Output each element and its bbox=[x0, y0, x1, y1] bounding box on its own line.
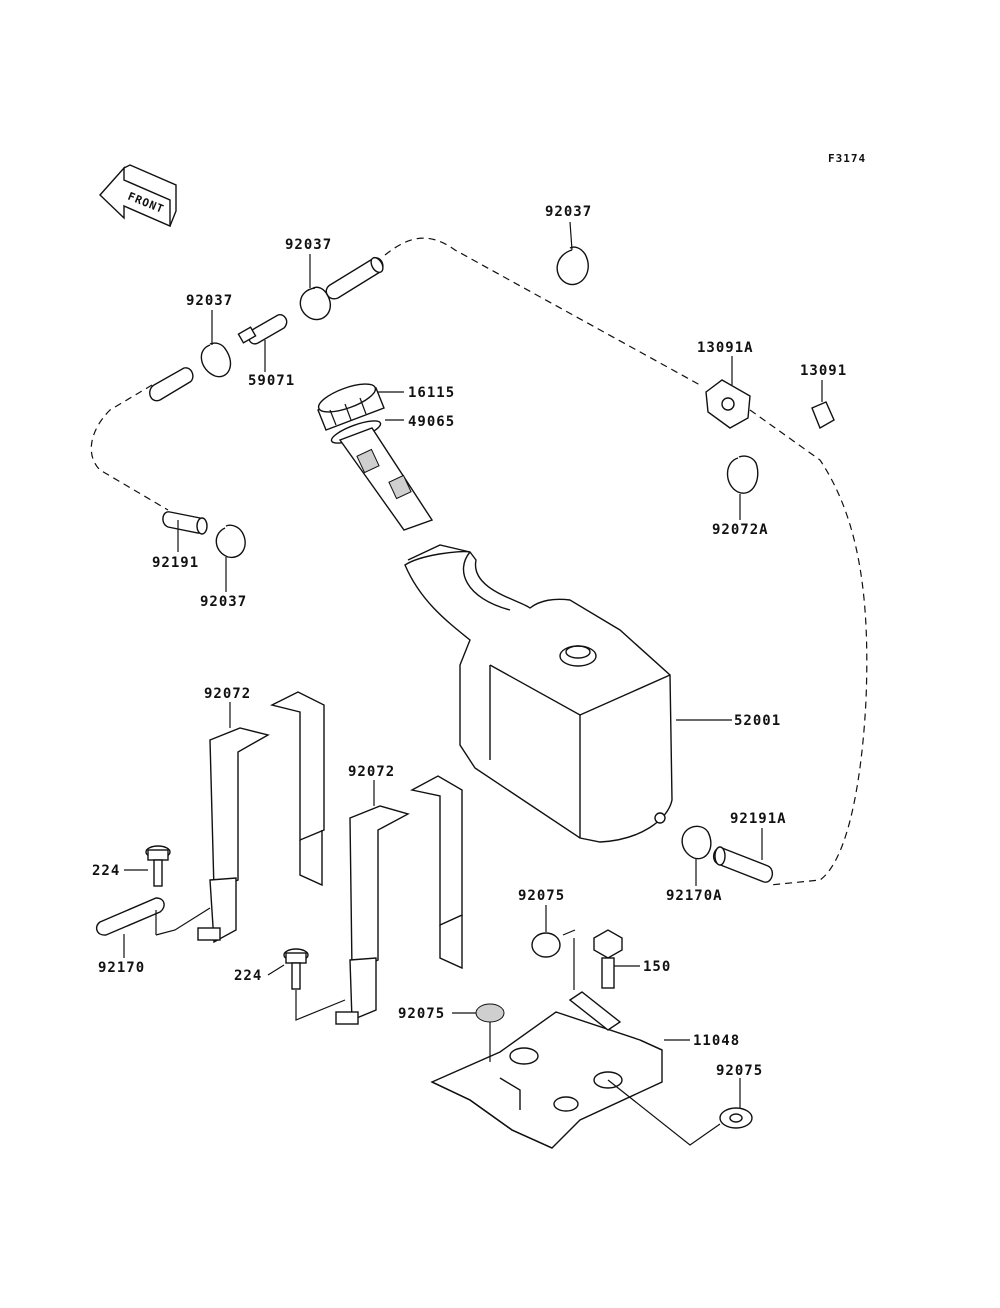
hose-92191 bbox=[162, 511, 208, 535]
clamp-92037-mid bbox=[299, 286, 331, 321]
label-13091: 13091 bbox=[800, 363, 847, 379]
label-92072A: 92072A bbox=[712, 522, 769, 538]
strap-92072-left-b bbox=[269, 691, 325, 887]
label-92075-mid: 92075 bbox=[398, 1006, 445, 1022]
strap-92072-mid-a bbox=[335, 805, 410, 1025]
connector-59071 bbox=[237, 314, 288, 345]
label-49065: 49065 bbox=[408, 414, 455, 430]
label-92037-mid: 92037 bbox=[285, 237, 332, 253]
clip-13091 bbox=[811, 401, 835, 430]
label-224-mid: 224 bbox=[234, 968, 262, 984]
cap-16115 bbox=[317, 383, 385, 431]
label-92075-top: 92075 bbox=[518, 888, 565, 904]
clamp-92037-top bbox=[556, 246, 589, 286]
bolt-224-left bbox=[145, 845, 171, 887]
label-11048: 11048 bbox=[693, 1033, 740, 1049]
label-52001: 52001 bbox=[734, 713, 781, 729]
clamp-92072A bbox=[726, 455, 759, 494]
strap-92072-mid-b bbox=[409, 775, 463, 970]
base-plate-11048 bbox=[430, 991, 663, 1149]
plate-92170 bbox=[95, 897, 165, 936]
clamp-92037-left bbox=[200, 342, 232, 378]
hose-left-upper bbox=[149, 367, 194, 402]
hose-routing bbox=[90, 237, 868, 886]
bolt-224-mid bbox=[283, 948, 309, 990]
figure-code: F3174 bbox=[828, 152, 866, 165]
hose-upper bbox=[325, 256, 384, 300]
washer-92075-right bbox=[719, 1107, 753, 1129]
bracket-13091A bbox=[705, 379, 751, 429]
label-92191A: 92191A bbox=[730, 811, 787, 827]
label-13091A: 13091A bbox=[697, 340, 754, 356]
clamp-92037-low bbox=[215, 524, 246, 559]
grommet-92075-mid bbox=[475, 1003, 505, 1023]
label-92072-left: 92072 bbox=[204, 686, 251, 702]
clamp-92170A bbox=[681, 825, 712, 860]
oil-tank-52001 bbox=[404, 544, 673, 843]
front-arrow-icon: FRONT bbox=[99, 164, 177, 228]
label-59071: 59071 bbox=[248, 373, 295, 389]
label-92170A: 92170A bbox=[666, 888, 723, 904]
label-92037-left: 92037 bbox=[186, 293, 233, 309]
label-92037-top: 92037 bbox=[545, 204, 592, 220]
label-92037-low: 92037 bbox=[200, 594, 247, 610]
label-92191: 92191 bbox=[152, 555, 199, 571]
grommet-92075-top bbox=[531, 932, 561, 958]
label-92170: 92170 bbox=[98, 960, 145, 976]
label-16115: 16115 bbox=[408, 385, 455, 401]
bolt-150 bbox=[593, 929, 623, 989]
leader-lines bbox=[123, 221, 823, 1146]
hose-92191A bbox=[712, 846, 774, 883]
label-92072-mid: 92072 bbox=[348, 764, 395, 780]
label-92075-right: 92075 bbox=[716, 1063, 763, 1079]
strap-92072-left-a bbox=[197, 727, 270, 944]
label-224-left: 224 bbox=[92, 863, 120, 879]
strainer-49065 bbox=[330, 420, 434, 531]
label-150: 150 bbox=[643, 959, 671, 975]
